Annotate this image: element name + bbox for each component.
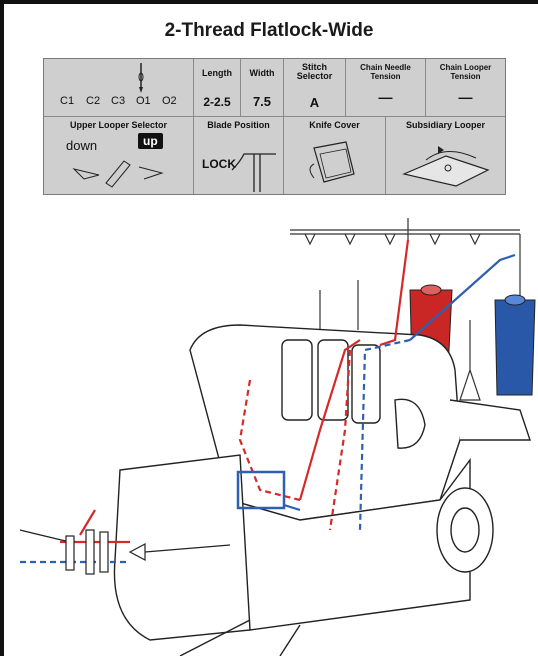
upper-looper-up-label: up	[138, 133, 163, 149]
looper-selector-icon	[72, 160, 164, 188]
length-value: 2-2.5	[203, 95, 231, 109]
stitch-selector-cell: Stitch Selector A	[284, 59, 346, 117]
knife-cover-cell: Knife Cover	[284, 117, 386, 194]
stitch-selector-header: Stitch Selector	[296, 62, 333, 81]
subsidiary-looper-header: Subsidiary Looper	[405, 120, 485, 130]
chain-needle-tension-header: Chain Needle Tension	[360, 63, 411, 81]
thread-position-cell: C1 C2 C3 O1 O2	[44, 59, 194, 117]
settings-table: C1 C2 C3 O1 O2 Length 2-2.5 Width 7.5 St…	[43, 58, 506, 195]
width-value: 7.5	[252, 94, 272, 109]
thread-label-c1: C1	[60, 95, 75, 107]
needle-thread-path	[60, 239, 410, 544]
thread-stand	[290, 218, 521, 310]
upper-looper-down-label: down	[66, 138, 98, 153]
upper-looper-selector-cell: Upper Looper Selector down up	[44, 117, 194, 194]
thread-label-o2: O2	[162, 95, 177, 107]
chain-needle-tension-cell: Chain Needle Tension —	[346, 59, 426, 117]
stitch-detail-inset	[19, 529, 231, 575]
upper-looper-selector-header: Upper Looper Selector	[69, 120, 168, 130]
blade-position-value: LOCK	[202, 157, 236, 171]
blade-position-cell: Blade Position LOCK	[194, 117, 284, 194]
width-header: Width	[249, 68, 275, 78]
blade-position-header: Blade Position	[207, 120, 270, 130]
stitch-selector-value: A	[309, 95, 320, 110]
chain-looper-tension-value: —	[458, 89, 473, 105]
length-cell: Length 2-2.5	[194, 59, 241, 117]
length-header: Length	[202, 68, 232, 78]
thread-label-o1: O1	[136, 95, 151, 107]
thread-label-c2: C2	[86, 95, 101, 107]
width-cell: Width 7.5	[241, 59, 284, 117]
subsidiary-looper-icon	[402, 146, 490, 187]
spool-pins	[319, 280, 481, 401]
page-title: 2-Thread Flatlock-Wide	[164, 20, 374, 41]
blade-icon	[231, 153, 276, 192]
chain-needle-tension-value: —	[378, 89, 393, 105]
looper-thread-path	[20, 253, 516, 564]
chain-looper-tension-header: Chain Looper Tension	[439, 63, 492, 81]
subsidiary-looper-cell: Subsidiary Looper	[386, 117, 505, 194]
serger-threading-diagram	[19, 218, 536, 656]
knife-cover-header: Knife Cover	[309, 120, 360, 130]
thread-label-c3: C3	[111, 95, 126, 107]
knife-cover-icon	[309, 141, 355, 183]
chain-looper-tension-cell: Chain Looper Tension —	[426, 59, 505, 117]
blue-thread-cone	[494, 294, 536, 396]
needle-icon	[138, 63, 144, 93]
serger-machine-body	[113, 324, 531, 656]
